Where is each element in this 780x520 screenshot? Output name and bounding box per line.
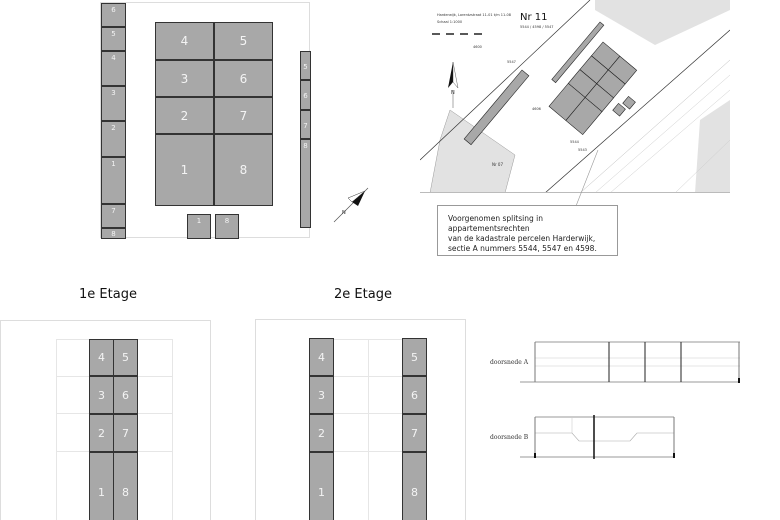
- note-line: sectie A nummers 5544, 5547 en 4598.: [448, 244, 597, 253]
- note-box: Voorgenomen splitsing in appartementsrec…: [437, 205, 618, 256]
- parcel-label: 4600: [473, 45, 482, 49]
- unit: 7: [214, 97, 273, 134]
- unit: 2: [89, 414, 114, 452]
- unit: 8: [113, 452, 138, 520]
- storage-unit: 2: [101, 121, 126, 157]
- parcel-label: 5547: [507, 60, 516, 64]
- unit: 6: [402, 376, 427, 414]
- unit: 1: [309, 452, 334, 520]
- storage-unit: 6: [101, 3, 126, 27]
- leader-line: [575, 150, 599, 207]
- unit: 3: [89, 376, 114, 414]
- neighbour-label: Nr 07: [492, 162, 503, 167]
- unit: 4: [155, 22, 214, 60]
- storage-unit: 5: [101, 27, 126, 51]
- unit: 8: [402, 452, 427, 520]
- storage-unit: 3: [101, 86, 126, 121]
- section-a-drawing: [520, 341, 740, 383]
- map-header: Harderwijk, Lorentzstraat 11-01 t/m 11-0…: [437, 13, 511, 17]
- unit: 5: [402, 338, 427, 376]
- unit: 5: [214, 22, 273, 60]
- unit: 2: [155, 97, 214, 134]
- storage-unit: 7: [300, 110, 311, 139]
- parcel-label: 5544: [570, 140, 579, 144]
- unit: 6: [113, 376, 138, 414]
- unit: 3: [309, 376, 334, 414]
- north-label: N: [342, 210, 346, 216]
- section-b-drawing: [520, 415, 675, 459]
- parcel-label: 5543: [578, 148, 587, 152]
- note-line: van de kadastrale percelen Harderwijk,: [448, 234, 596, 243]
- note-line: Voorgenomen splitsing in appartementsrec…: [448, 214, 543, 233]
- map-subtitle: 5544 / 4598 / 5547: [520, 25, 554, 29]
- cadastral-map: Harderwijk, Lorentzstraat 11-01 t/m 11-0…: [420, 0, 730, 193]
- section-a-label: doorsnede A: [490, 359, 529, 366]
- storage-unit: 8: [101, 228, 126, 239]
- unit: 8: [214, 134, 273, 206]
- map-title: Nr 11: [520, 12, 548, 23]
- section-b-label: doorsnede B: [490, 434, 529, 441]
- map-north-label: N: [451, 90, 455, 96]
- unit: 4: [89, 339, 114, 376]
- storage-unit: 8: [215, 214, 239, 239]
- storage-unit: 6: [300, 80, 311, 110]
- storage-unit: 7: [101, 204, 126, 228]
- floor1-title: 1e Etage: [79, 287, 137, 302]
- storage-unit: 1: [101, 157, 126, 204]
- unit: 7: [113, 414, 138, 452]
- floor2-plan: 4 5 3 6 2 7 1 8: [255, 319, 466, 520]
- unit: 4: [309, 338, 334, 376]
- site-plan: 6 5 4 3 2 1 7 8 4 5 3 6 2 7 1 8 1 8 5 6 …: [100, 2, 311, 239]
- unit: 7: [402, 414, 427, 452]
- unit: 5: [113, 339, 138, 376]
- storage-unit: 5: [300, 51, 311, 80]
- map-drawing: [420, 0, 730, 192]
- unit: 1: [89, 452, 114, 520]
- floor1-plan: 4 5 3 6 2 7 1 8: [0, 320, 211, 520]
- storage-unit: 4: [101, 51, 126, 86]
- parcel-label: 4606: [532, 107, 541, 111]
- map-scale: Schaal 1:1000: [437, 20, 463, 24]
- unit: 6: [214, 60, 273, 97]
- unit: 3: [155, 60, 214, 97]
- unit: 2: [309, 414, 334, 452]
- floor2-title: 2e Etage: [334, 287, 392, 302]
- storage-unit: 8: [300, 139, 311, 228]
- storage-unit: 1: [187, 214, 211, 239]
- north-arrow-icon: N: [333, 187, 369, 223]
- unit: 1: [155, 134, 214, 206]
